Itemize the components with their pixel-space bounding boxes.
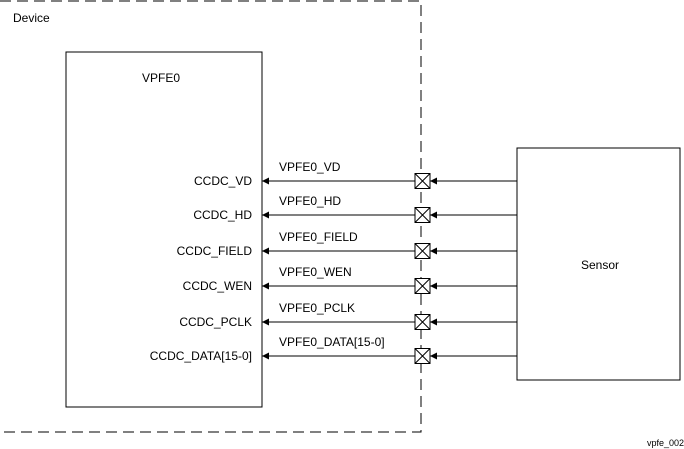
device-label: Device: [13, 11, 50, 25]
pin-label: CCDC_PCLK: [179, 315, 252, 329]
net-label: VPFE0_DATA[15-0]: [279, 335, 385, 349]
pin-label: CCDC_FIELD: [177, 244, 253, 258]
signal-row: CCDC_DATA[15-0] VPFE0_DATA[15-0]: [150, 335, 517, 364]
signal-row: CCDC_PCLK VPFE0_PCLK: [179, 301, 517, 330]
net-label: VPFE0_VD: [279, 160, 341, 174]
signal-row: CCDC_WEN VPFE0_WEN: [183, 265, 517, 294]
net-label: VPFE0_PCLK: [279, 301, 355, 315]
pad-cross-icon: [414, 314, 431, 330]
net-label: VPFE0_FIELD: [279, 230, 358, 244]
signal-row: CCDC_HD VPFE0_HD: [193, 194, 517, 223]
pad-cross-icon: [414, 278, 431, 294]
pin-label: CCDC_VD: [194, 174, 252, 188]
signal-rows: CCDC_VD VPFE0_VD CCDC_HD VPFE0_HD CCDC_FIELD…: [150, 160, 517, 364]
pad-cross-icon: [414, 173, 431, 189]
pin-label: CCDC_DATA[15-0]: [150, 349, 252, 363]
pad-cross-icon: [414, 207, 431, 223]
net-label: VPFE0_HD: [279, 194, 341, 208]
net-label: VPFE0_WEN: [279, 265, 352, 279]
pin-label: CCDC_HD: [193, 208, 252, 222]
vpfe-title: VPFE0: [142, 71, 180, 85]
signal-row: CCDC_VD VPFE0_VD: [194, 160, 517, 189]
sensor-block: [516, 147, 681, 381]
vpfe-block: [65, 51, 263, 408]
signal-row: CCDC_FIELD VPFE0_FIELD: [177, 230, 517, 259]
sensor-label: Sensor: [581, 258, 619, 272]
pad-cross-icon: [414, 243, 431, 259]
pad-cross-icon: [414, 348, 431, 364]
pin-label: CCDC_WEN: [183, 279, 252, 293]
figure-id: vpfe_002: [647, 438, 684, 448]
